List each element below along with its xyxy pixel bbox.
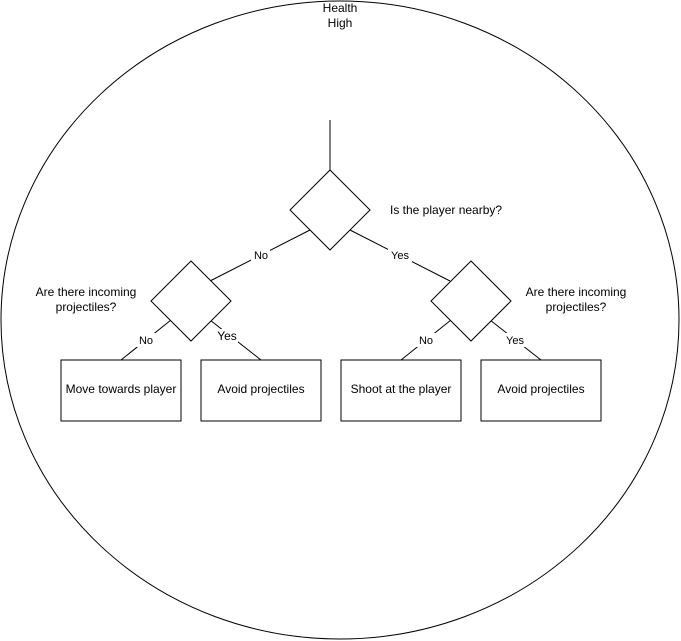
action-box-move-towards-player xyxy=(60,359,182,422)
edge-label-bg xyxy=(136,333,155,347)
action-label-move-towards-player: Move towards player xyxy=(66,382,177,396)
right-decision-question-line1: Are there incoming xyxy=(526,285,627,299)
action-box-avoid-projectiles-right xyxy=(480,359,602,422)
edge-label-bg xyxy=(251,248,270,262)
right-decision-question-line2: projectiles? xyxy=(546,300,607,314)
edge-label-bg xyxy=(416,333,435,347)
edge-label-bg xyxy=(388,248,412,262)
edge-label-bg xyxy=(503,333,527,347)
edge-label-left-no: No xyxy=(139,335,153,347)
action-box-shoot-at-player xyxy=(340,359,462,422)
left-decision-question-line2: projectiles? xyxy=(56,300,117,314)
edge-label-left-yes: Yes xyxy=(217,329,237,343)
right-decision-diamond xyxy=(430,260,512,342)
root-decision-diamond xyxy=(289,169,371,251)
state-title-line1: Health xyxy=(323,1,358,15)
left-decision-diamond xyxy=(150,260,232,342)
edge-label-right-no: No xyxy=(419,335,433,347)
edge-label-root-yes: Yes xyxy=(391,250,409,262)
state-title-line2: High xyxy=(328,16,353,30)
left-decision-question-line1: Are there incoming xyxy=(36,285,137,299)
edge-label-root-no: No xyxy=(254,250,268,262)
action-label-avoid-projectiles-left: Avoid projectiles xyxy=(217,382,304,396)
action-box-avoid-projectiles-left xyxy=(200,359,322,422)
edge-label-right-yes: Yes xyxy=(506,335,524,347)
root-decision-question: Is the player nearby? xyxy=(390,203,502,217)
edge-label-bg xyxy=(214,329,238,343)
action-label-avoid-projectiles-right: Avoid projectiles xyxy=(497,382,584,396)
action-label-shoot-at-player: Shoot at the player xyxy=(351,382,452,396)
